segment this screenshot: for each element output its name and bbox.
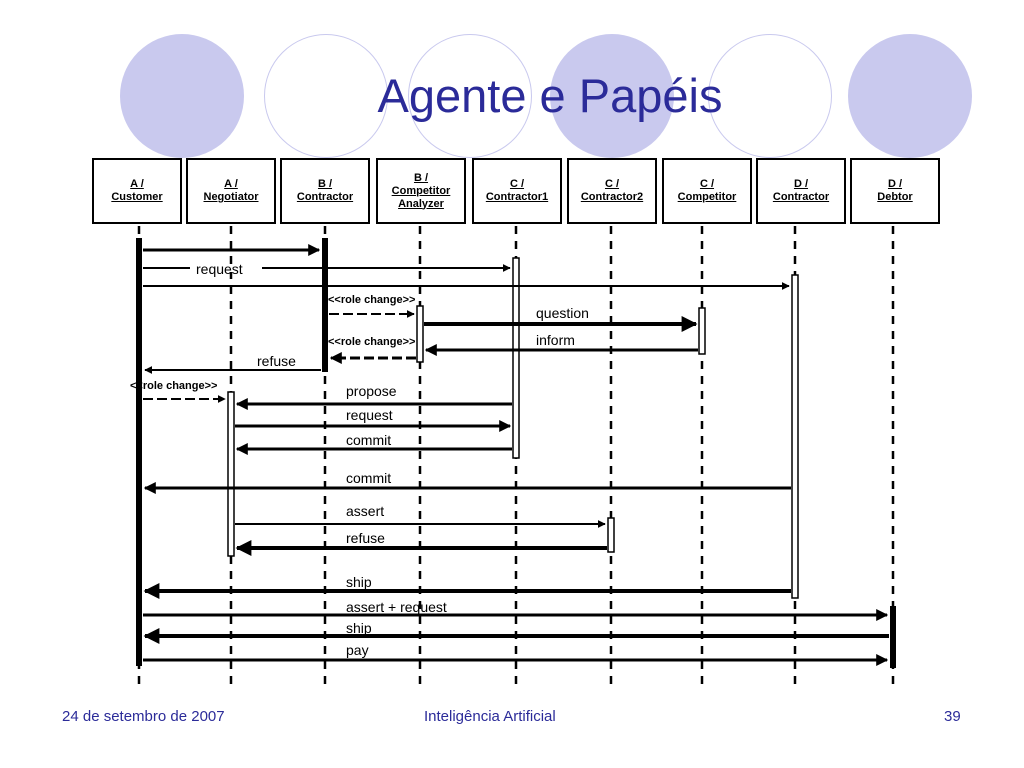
actor-name: Competitor — [677, 191, 737, 203]
message-label: assert + request — [346, 599, 447, 615]
actor-role: A / — [224, 178, 238, 190]
actor-name: Contractor — [772, 191, 830, 203]
actor-d-debtor: D / Debtor — [850, 158, 940, 224]
actor-d-contractor: D / Contractor — [756, 158, 846, 224]
message-label: <<role change>> — [328, 336, 415, 348]
actor-role: D / — [887, 178, 903, 190]
decor-circle-2 — [264, 34, 388, 158]
actor-b-competitor-analyzer: B / Competitor Analyzer — [376, 158, 466, 224]
decor-circle-5 — [708, 34, 832, 158]
actor-role: B / — [413, 171, 429, 184]
actor-role: A / — [130, 178, 144, 190]
message-label: question — [536, 305, 589, 321]
footer-course: Inteligência Artificial — [424, 708, 556, 725]
actor-c-contractor2: C / Contractor2 — [567, 158, 657, 224]
activation-bar — [890, 606, 896, 668]
actor-role: C / — [509, 178, 525, 190]
message-label: commit — [346, 470, 391, 486]
actor-name: Customer — [111, 191, 163, 203]
actor-name: Competitor — [391, 184, 451, 197]
message-label: ship — [346, 574, 372, 590]
message-label: refuse — [257, 353, 296, 369]
message-label: request — [346, 407, 393, 423]
actor-name: Contractor2 — [580, 191, 644, 203]
actor-a-customer: A / Customer — [92, 158, 182, 224]
message-label: inform — [536, 332, 575, 348]
message-label: <<role change>> — [130, 380, 217, 392]
message-label: request — [196, 261, 243, 277]
activation-bar — [607, 517, 615, 553]
actor-name: Contractor1 — [485, 191, 549, 203]
activation-bar — [322, 238, 328, 372]
actor-name-line2: Analyzer — [398, 197, 444, 210]
decor-circle-4 — [550, 34, 674, 158]
message-label: propose — [346, 383, 397, 399]
activation-bar — [698, 307, 706, 355]
actor-a-negotiator: A / Negotiator — [186, 158, 276, 224]
message-label: commit — [346, 432, 391, 448]
actor-name: Negotiator — [203, 191, 259, 203]
message-label: ship — [346, 620, 372, 636]
footer-page-number: 39 — [944, 708, 961, 725]
message-label: refuse — [346, 530, 385, 546]
actor-name: Contractor — [296, 191, 354, 203]
actor-role: B / — [317, 178, 333, 190]
actor-b-contractor: B / Contractor — [280, 158, 370, 224]
decor-circle-6 — [848, 34, 972, 158]
actor-role: C / — [699, 178, 715, 190]
message-label: pay — [346, 642, 369, 658]
activation-bar — [512, 257, 520, 459]
message-label: assert — [346, 503, 384, 519]
footer-date: 24 de setembro de 2007 — [62, 708, 225, 725]
actor-role: C / — [604, 178, 620, 190]
message-label: <<role change>> — [328, 294, 415, 306]
activation-bar — [136, 238, 142, 666]
actor-c-competitor: C / Competitor — [662, 158, 752, 224]
slide-title: Agente e Papéis — [377, 69, 723, 122]
decor-circle-3 — [408, 34, 532, 158]
actor-c-contractor1: C / Contractor1 — [472, 158, 562, 224]
activation-bar — [227, 391, 235, 557]
activation-bar — [791, 274, 799, 599]
actor-role: D / — [793, 178, 809, 190]
actor-name: Debtor — [877, 191, 913, 203]
label-gap — [190, 264, 262, 272]
decor-circle-1 — [120, 34, 244, 158]
activation-bar — [416, 305, 424, 363]
